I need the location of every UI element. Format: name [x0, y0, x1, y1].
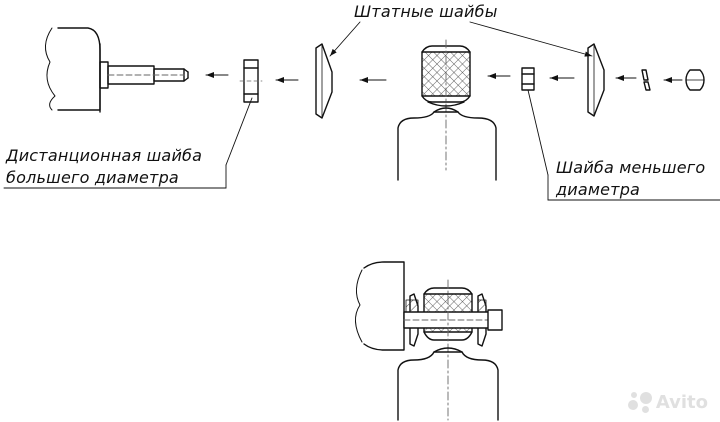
label-spacer-washer-line1: Дистанционная шайба — [6, 146, 203, 165]
smaller-washer — [521, 67, 535, 91]
stock-washer-1 — [315, 43, 333, 119]
housing-block — [45, 27, 101, 113]
spacer-washer — [239, 59, 263, 103]
stock-washer-2 — [587, 43, 605, 117]
label-stock-washers: Штатные шайбы — [354, 2, 498, 21]
nut — [685, 69, 705, 91]
label-spacer-washer-line2: большего диаметра — [6, 168, 179, 187]
ball-bushing — [421, 39, 471, 171]
assembled-view — [355, 261, 503, 421]
bolt — [99, 61, 189, 89]
avito-logo-icon — [627, 390, 652, 414]
spring-washer — [641, 69, 651, 91]
label-smaller-washer-line1: Шайба меньшего — [556, 158, 706, 177]
watermark: Avito — [627, 390, 708, 414]
label-smaller-washer-line2: диаметра — [556, 180, 641, 199]
lever-body-top — [397, 107, 497, 181]
watermark-text: Avito — [655, 391, 708, 413]
leader-lines — [3, 21, 720, 201]
